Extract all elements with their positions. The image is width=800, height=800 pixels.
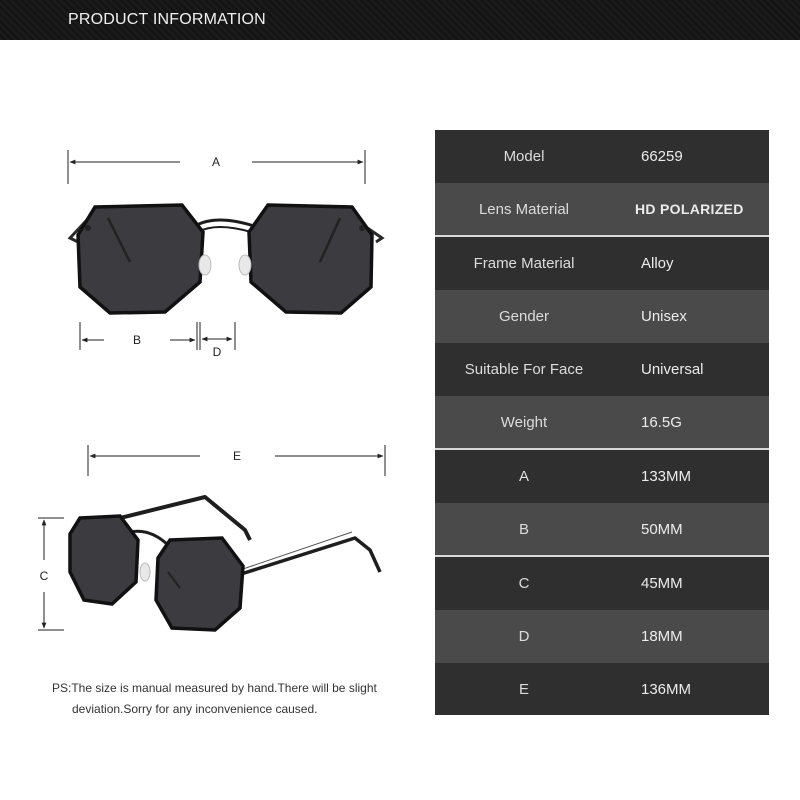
dimension-a: A xyxy=(67,150,366,184)
dimension-e: E xyxy=(87,445,386,476)
spec-value: 136MM xyxy=(641,681,692,698)
spec-label: Lens Material xyxy=(478,201,570,218)
spec-label: E xyxy=(518,681,529,698)
spec-row-b: B 50MM xyxy=(435,503,769,556)
spec-label: Model xyxy=(503,148,545,165)
dimension-d: D xyxy=(199,322,236,359)
dimension-d-label: D xyxy=(213,345,222,359)
spec-value: 18MM xyxy=(641,628,683,645)
disclaimer-note-line-1: PS:The size is manual measured by hand.T… xyxy=(52,681,377,695)
dimension-b-label: B xyxy=(133,333,141,347)
spec-row-c: C 45MM xyxy=(435,557,769,610)
spec-row-weight: Weight 16.5G xyxy=(435,396,769,449)
spec-label: B xyxy=(518,521,529,538)
sunglasses-figure: A B D xyxy=(38,150,386,632)
dimension-e-label: E xyxy=(233,449,241,463)
front-view-glasses xyxy=(67,203,385,315)
spec-value: Unisex xyxy=(641,308,687,325)
spec-row-a: A 133MM xyxy=(435,450,769,503)
dimension-c: C xyxy=(38,517,64,631)
disclaimer-note-line-2: deviation.Sorry for any inconvenience ca… xyxy=(72,702,318,716)
row-divider xyxy=(435,448,769,450)
spec-label: C xyxy=(518,575,530,592)
spec-row-e: E 136MM xyxy=(435,663,769,715)
spec-row-gender: Gender Unisex xyxy=(435,290,769,343)
spec-label: Gender xyxy=(498,308,550,325)
row-divider xyxy=(435,235,769,237)
spec-row-lens-material: Lens Material HD POLARIZED xyxy=(435,183,769,236)
spec-value: Alloy xyxy=(641,255,674,272)
row-divider xyxy=(435,555,769,557)
spec-value: HD POLARIZED xyxy=(635,201,744,217)
spec-value: 16.5G xyxy=(641,414,682,431)
spec-label: Weight xyxy=(500,414,548,431)
spec-row-suitable-for-face: Suitable For Face Universal xyxy=(435,343,769,396)
spec-value: Universal xyxy=(641,361,704,378)
header-bar: PRODUCT INFORMATION xyxy=(0,0,800,40)
dimension-a-label: A xyxy=(212,155,220,169)
spec-row-d: D 18MM xyxy=(435,610,769,663)
spec-row-frame-material: Frame Material Alloy xyxy=(435,237,769,290)
spec-value: 133MM xyxy=(641,468,692,485)
dimension-b: B xyxy=(79,322,198,350)
spec-row-model: Model 66259 xyxy=(435,130,769,183)
spec-value: 66259 xyxy=(641,148,683,165)
spec-table: Model 66259 Lens Material HD POLARIZED F… xyxy=(435,130,769,715)
dimension-c-label: C xyxy=(40,569,49,583)
spec-label: Suitable For Face xyxy=(464,361,584,378)
side-view-glasses xyxy=(68,495,382,632)
spec-value: 45MM xyxy=(641,575,683,592)
spec-value: 50MM xyxy=(641,521,683,538)
spec-label: D xyxy=(518,628,530,645)
spec-label: A xyxy=(518,468,529,485)
spec-label: Frame Material xyxy=(473,255,575,272)
page-title: PRODUCT INFORMATION xyxy=(68,11,266,28)
